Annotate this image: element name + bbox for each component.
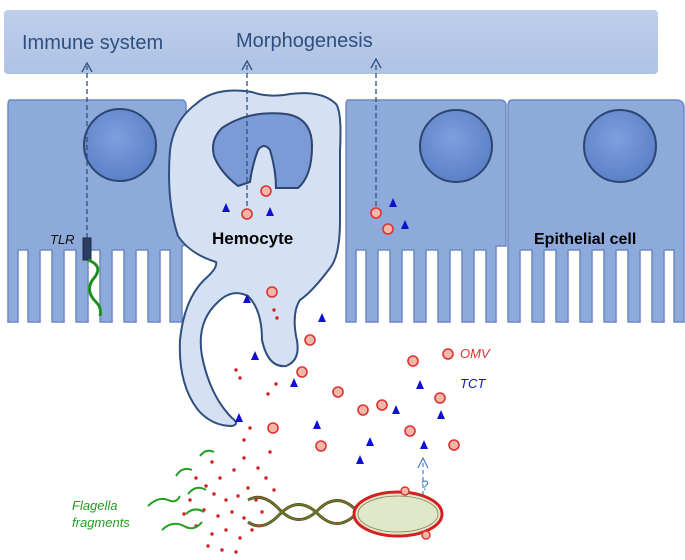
- flagella-fragment-icon: [175, 467, 193, 477]
- debris-dots: [182, 308, 279, 554]
- omv-group: [241, 185, 460, 452]
- tct-group: [222, 198, 445, 464]
- flagella-fragment-icon: [199, 449, 215, 457]
- tct-triangle-icon: [420, 440, 428, 449]
- nucleus: [583, 109, 657, 183]
- hemocyte-label: Hemocyte: [212, 229, 293, 248]
- signal-arrows: [81, 57, 382, 238]
- tlr-label: TLR: [50, 232, 75, 247]
- nucleus: [83, 108, 157, 182]
- omv-vesicle-icon: [266, 286, 278, 298]
- tct-triangle-icon: [222, 203, 230, 212]
- tct-label: TCT: [460, 376, 486, 391]
- hemocyte-cell: [168, 89, 342, 428]
- flagella-label-line1: Flagella: [72, 498, 118, 513]
- tct-triangle-icon: [235, 413, 243, 422]
- omv-vesicle-icon: [315, 440, 327, 452]
- bacterium-icon: [247, 486, 444, 540]
- flagella-label-line2: fragments: [72, 515, 130, 530]
- morphogenesis-label: Morphogenesis: [236, 30, 373, 52]
- omv-vesicle-icon: [434, 392, 446, 404]
- omv-vesicle-icon: [376, 399, 388, 411]
- omv-vesicle-icon: [267, 422, 279, 434]
- flagella-fragment-icon: [147, 495, 181, 507]
- tct-triangle-icon: [389, 198, 397, 207]
- tlr-receptor-icon: [82, 237, 102, 317]
- omv-label: OMV: [460, 346, 491, 361]
- flagella-fragment-icon: [185, 508, 205, 515]
- omv-vesicle-icon: [304, 334, 316, 346]
- omv-vesicle-icon: [332, 386, 344, 398]
- flagella-fragment-icon: [187, 486, 207, 495]
- omv-vesicle-icon: [296, 366, 308, 378]
- omv-vesicle-icon: [241, 208, 253, 220]
- tct-triangle-icon: [366, 437, 374, 446]
- systemic-band: [4, 10, 658, 74]
- tct-triangle-icon: [318, 313, 326, 322]
- unknown-mark: ?: [421, 477, 429, 493]
- omv-vesicle-icon: [357, 404, 369, 416]
- flagella-fragments: [147, 449, 215, 531]
- omv-vesicle-icon: [382, 223, 394, 235]
- tct-triangle-icon: [251, 351, 259, 360]
- tct-triangle-icon: [416, 380, 424, 389]
- omv-vesicle-icon: [370, 207, 382, 219]
- tct-triangle-icon: [313, 420, 321, 429]
- omv-vesicle-icon: [407, 355, 419, 367]
- omv-vesicle-icon: [442, 348, 454, 360]
- tct-triangle-icon: [392, 405, 400, 414]
- tct-triangle-icon: [243, 294, 251, 303]
- hemocyte-nucleus: [212, 112, 314, 189]
- omv-vesicle-icon: [260, 185, 272, 197]
- tct-triangle-icon: [356, 455, 364, 464]
- epithelial-cell-right: [507, 99, 685, 323]
- tct-triangle-icon: [290, 378, 298, 387]
- immune-system-label: Immune system: [22, 32, 163, 54]
- tct-triangle-icon: [401, 220, 409, 229]
- epithelial-cell-left: [7, 99, 187, 323]
- epithelial-cell-middle: [345, 99, 507, 323]
- nucleus: [419, 109, 493, 183]
- tct-triangle-icon: [266, 207, 274, 216]
- omv-vesicle-icon: [448, 439, 460, 451]
- epithelial-cell-label: Epithelial cell: [534, 231, 636, 248]
- omv-vesicle-icon: [404, 425, 416, 437]
- flagella-fragment-icon: [161, 521, 203, 531]
- tct-triangle-icon: [437, 410, 445, 419]
